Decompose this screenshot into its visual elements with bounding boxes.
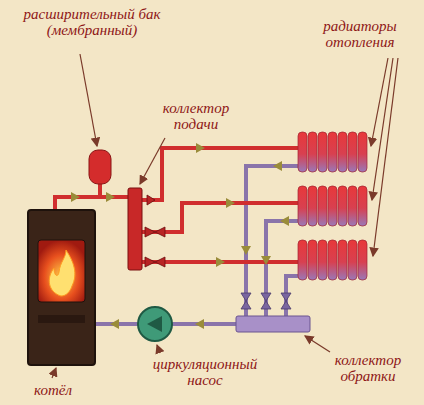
radiator-fin [338,240,347,280]
callout-label: коллектор обратки [318,352,418,384]
radiator-fin [358,186,367,226]
flow-arrow [71,192,80,202]
radiator-fin [298,186,307,226]
flow-arrow [110,319,119,329]
radiator-fin [308,186,317,226]
pump-arrow [147,316,162,332]
boiler [28,210,95,365]
valves [145,195,165,267]
flow-arrow [106,192,115,202]
radiator-fin [318,132,327,172]
callout-label: циркуляционный насос [140,356,270,388]
radiator-fin [358,240,367,280]
radiators [298,132,367,280]
radiator-fin [348,240,357,280]
flow-arrow [273,161,282,171]
radiator-fin [338,132,347,172]
flow-arrow [196,143,205,153]
flow-arrow [241,246,251,255]
radiator-fin [328,132,337,172]
callout-label: радиаторы отопления [302,18,418,50]
radiator-fin [348,132,357,172]
flow-arrow [261,256,271,265]
return-valves [241,293,291,309]
radiator-fin [318,240,327,280]
supply-collector [128,188,142,270]
callout-label: расширительный бак (мембранный) [12,6,172,38]
flow-arrows [71,143,289,329]
radiator-fin [338,186,347,226]
radiator-fin [358,132,367,172]
flow-arrow [195,319,204,329]
return-collector [236,316,310,332]
pump [138,307,172,341]
flow-arrow [226,198,235,208]
radiator-fin [318,186,327,226]
callout-label: котёл [18,382,88,398]
callout-label: коллектор подачи [148,100,244,132]
flow-arrow [280,216,289,226]
radiator-fin [328,240,337,280]
flame [49,250,75,296]
radiator-fin [298,132,307,172]
leader-lines [52,54,398,378]
boiler-window [38,240,85,302]
boiler-door [38,315,85,323]
return-pipes [95,166,298,324]
radiator-fin [308,132,317,172]
radiator-fin [348,186,357,226]
radiator-fin [298,240,307,280]
radiator-fin [308,240,317,280]
flow-arrow [216,257,225,267]
radiator-fin [328,186,337,226]
expansion-tank [89,150,111,184]
